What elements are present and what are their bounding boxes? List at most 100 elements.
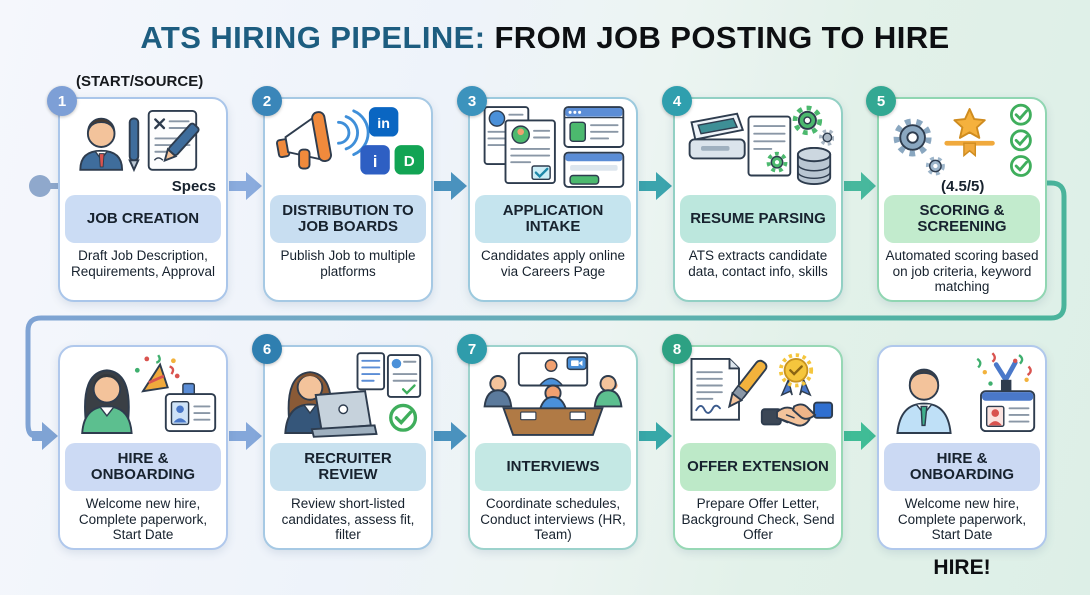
arrow-step3-step4-icon: [639, 172, 672, 200]
page-title-accent: ATS HIRING PIPELINE:: [140, 20, 486, 55]
arrow-step4-step5-icon: [844, 172, 876, 200]
start-stub-line: [48, 183, 60, 189]
distribution-icon-area: in i D: [265, 99, 431, 195]
interview-panel-video-illustration: [483, 352, 623, 436]
step-card-job-creation: 1 Specs JOB CREATI: [47, 86, 228, 302]
step-description: Draft Job Description, Requirements, App…: [70, 248, 216, 279]
step-description: Prepare Offer Letter, Background Check, …: [681, 496, 835, 543]
step-description: Publish Job to multiple platforms: [280, 248, 416, 279]
svg-text:in: in: [377, 116, 390, 132]
medal-icon: [778, 353, 814, 397]
arrow-step6-step7-icon: [434, 422, 467, 450]
step-description: ATS extracts candidate data, contact inf…: [688, 248, 828, 279]
svg-text:i: i: [373, 153, 378, 171]
offer-letter-icon: [690, 357, 740, 421]
step-title: HIRE & ONBOARDING: [884, 443, 1040, 491]
specs-caption: Specs: [171, 178, 216, 195]
step-description: Review short-listed candidates, assess f…: [281, 496, 415, 543]
final-onboarding-icon-area: [879, 347, 1045, 443]
candidate-icon: [538, 384, 568, 412]
gear-icon: [792, 105, 834, 146]
person-pen-spec-document-illustration: [79, 109, 200, 173]
step-title: DISTRIBUTION TO JOB BOARDS: [270, 195, 426, 243]
interviews-icon-area: [470, 347, 636, 443]
page-title-rest: FROM JOB POSTING TO HIRE: [485, 20, 950, 55]
step-title: OFFER EXTENSION: [680, 443, 836, 491]
step-card-interviews: 7: [457, 334, 638, 550]
score-label: (4.5/5): [941, 178, 985, 195]
svg-text:D: D: [404, 153, 415, 170]
application-intake-icon-area: [470, 99, 636, 195]
table-icon: [502, 407, 604, 436]
step-title: INTERVIEWS: [475, 443, 631, 491]
party-popper-icon: [134, 354, 180, 393]
step-number-badge: 3: [457, 86, 487, 116]
gear-star-checklist-illustration: [893, 103, 1032, 177]
new-hire-person-icon: [896, 368, 952, 434]
resume-parsing-icon-area: [675, 99, 841, 195]
check-circle-icon: [1009, 155, 1032, 177]
step-number-badge: 2: [252, 86, 282, 116]
linkedin-icon: in: [368, 107, 399, 137]
scanner-icon: [688, 112, 746, 160]
pen-icon: [128, 117, 140, 162]
pencil-icon: [163, 122, 200, 163]
step-description: Candidates apply online via Careers Page: [480, 248, 626, 279]
offer-extension-icon-area: [675, 347, 841, 443]
onboarding-icon-area: [60, 347, 226, 443]
page-title: ATS HIRING PIPELINE: FROM JOB POSTING TO…: [0, 20, 1090, 56]
step-card-hire-onboarding-final: HIRE & ONBOARDING Welcome new hire, Comp…: [877, 345, 1047, 550]
step-title: RECRUITER REVIEW: [270, 443, 426, 491]
database-icon: [796, 147, 832, 185]
step-card-scoring-screening: 5: [866, 86, 1047, 302]
step-card-hire-onboarding-left: HIRE & ONBOARDING Welcome new hire, Comp…: [58, 345, 228, 550]
arrow-step8-hire-icon: [844, 422, 876, 450]
step-card-resume-parsing: 4: [662, 86, 843, 302]
arrow-onboarding-step6-icon: [229, 422, 262, 450]
step-number-badge: 1: [47, 86, 77, 116]
arrow-step1-step2-icon: [229, 172, 262, 200]
id-badge-icon: [164, 382, 217, 433]
step-number-badge: 8: [662, 334, 692, 364]
resumes-careers-page-illustration: [483, 106, 625, 188]
apply-form-window-icon: [563, 151, 625, 188]
glassdoor-icon: D: [394, 145, 424, 175]
resume-document-checked-icon: [504, 119, 556, 185]
laptop-icon: [310, 390, 378, 438]
star-rating-icon: [944, 108, 995, 158]
step-card-distribution: 2 in i D: [252, 86, 433, 302]
shortlist-document-icon: [356, 352, 422, 398]
new-hire-person-icon: [81, 369, 133, 434]
recruiter-review-icon-area: [265, 347, 431, 443]
check-circle-icon: [389, 403, 418, 432]
wrap-around-connector: [25, 180, 1067, 439]
interviewer-right-icon: [593, 375, 623, 408]
step-title: JOB CREATION: [65, 195, 221, 243]
step-card-application-intake: 3: [457, 86, 638, 302]
new-hire-man-id-badge-confetti-illustration: [896, 352, 1036, 434]
step-number-badge: 5: [866, 86, 896, 116]
start-source-label: (START/SOURCE): [76, 73, 204, 90]
offer-letter-medal-handshake-illustration: [690, 353, 834, 427]
step-card-recruiter-review: 6: [252, 334, 433, 550]
arrow-entry-row2-icon: [32, 422, 58, 450]
step-title: RESUME PARSING: [680, 195, 836, 243]
scanner-gears-database-illustration: [688, 105, 834, 185]
pen-icon: [727, 359, 768, 409]
job-creation-icon-area: Specs: [60, 99, 226, 195]
step-description: Coordinate schedules, Conduct interviews…: [480, 496, 626, 543]
hire-final-label: HIRE!: [933, 556, 991, 579]
step-title: APPLICATION INTAKE: [475, 195, 631, 243]
indeed-icon: i: [360, 145, 390, 175]
step-number-badge: 4: [662, 86, 692, 116]
interviewer-left-icon: [483, 375, 513, 408]
arrow-step7-step8-icon: [639, 422, 672, 450]
megaphone-icon: [275, 111, 332, 170]
step-description: Automated scoring based on job criteria,…: [885, 248, 1039, 295]
step-title: HIRE & ONBOARDING: [65, 443, 221, 491]
check-circle-icon: [1009, 103, 1032, 126]
step-card-offer-extension: 8: [662, 334, 843, 550]
arrow-step2-step3-icon: [434, 172, 467, 200]
